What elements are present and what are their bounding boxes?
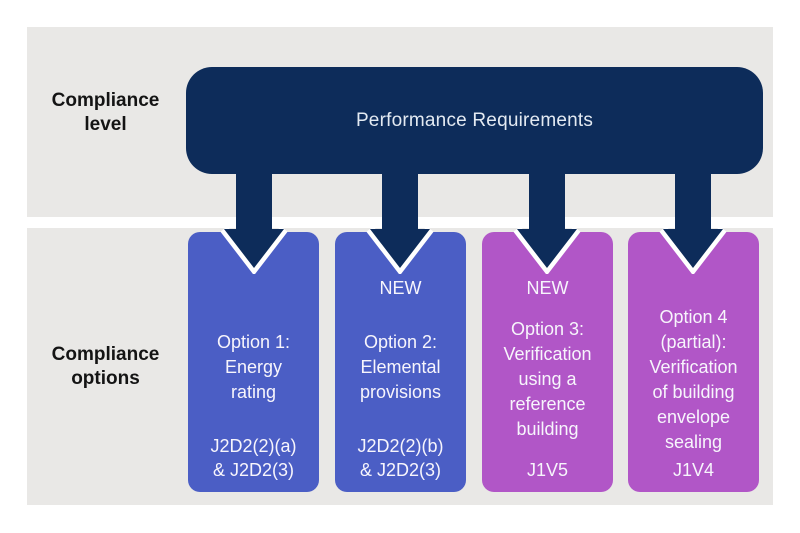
option-title: Option 3: Verification using a reference…	[503, 319, 592, 439]
option-title: Option 4 (partial): Verification of buil…	[649, 306, 738, 452]
option-box-2: NEW Option 2: Elemental provisions J2D2(…	[335, 232, 466, 492]
option-code: J1V4	[672, 460, 715, 480]
compliance-level-label: Compliance level	[51, 90, 160, 135]
option-box-3: NEW Option 3: Verification using a refer…	[482, 232, 613, 492]
option-title: Option 1: Energy rating	[216, 332, 291, 402]
option-title: Option 2: Elemental provisions	[359, 332, 442, 402]
new-badge: NEW	[379, 278, 422, 298]
performance-requirements-box: Performance Requirements	[186, 67, 763, 174]
option-box-4: Option 4 (partial): Verification of buil…	[628, 232, 759, 492]
compliance-options-label: Compliance options	[51, 344, 160, 389]
new-badge: NEW	[526, 278, 569, 298]
option-code: J2D2(2)(a) & J2D2(3)	[210, 436, 297, 480]
option-code: J2D2(2)(b) & J2D2(3)	[357, 436, 444, 480]
performance-requirements-text: Performance Requirements	[355, 109, 594, 131]
option-box-1: Option 1: Energy rating J2D2(2)(a) & J2D…	[188, 232, 319, 492]
option-code: J1V5	[526, 460, 569, 480]
